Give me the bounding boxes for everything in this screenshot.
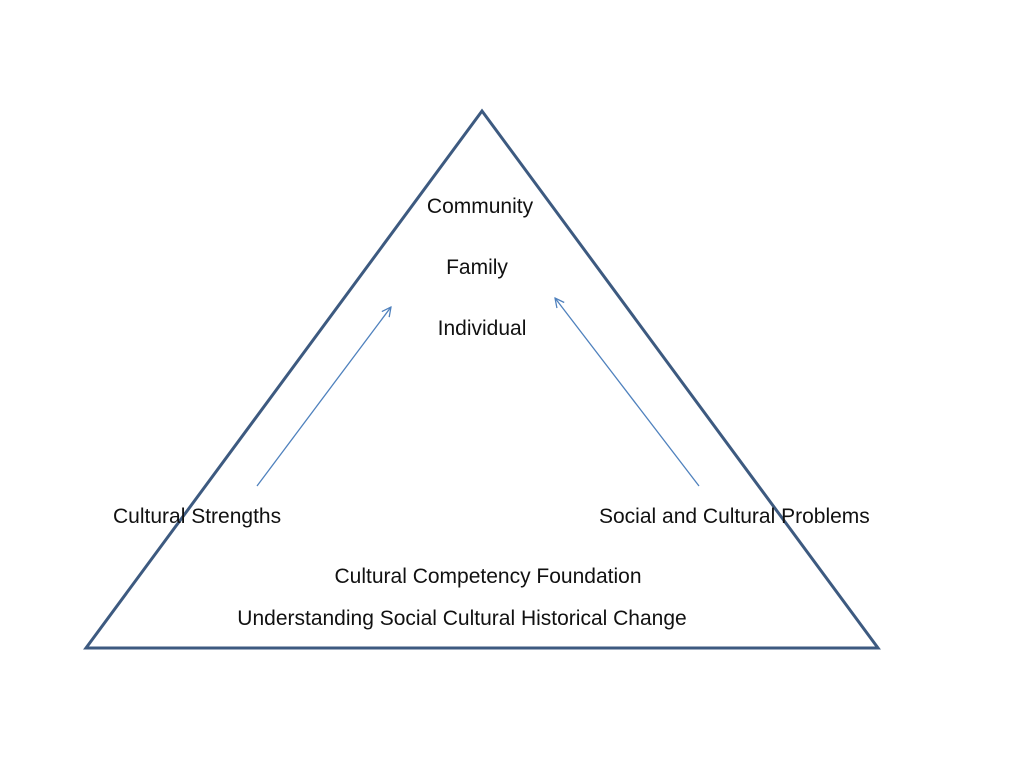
- pyramid-triangle: [83, 108, 881, 650]
- right-arrow: [555, 298, 700, 487]
- level-family-label: Family: [446, 256, 508, 279]
- foundation-label: Cultural Competency Foundation: [334, 565, 642, 588]
- level-community-label: Community: [426, 195, 534, 218]
- left-arrow: [256, 307, 391, 487]
- level-individual-label: Individual: [437, 317, 527, 340]
- right-corner-label: Social and Cultural Problems: [599, 505, 870, 528]
- left-corner-label: Cultural Strengths: [113, 505, 282, 528]
- historical-change-label: Understanding Social Cultural Historical…: [237, 607, 687, 630]
